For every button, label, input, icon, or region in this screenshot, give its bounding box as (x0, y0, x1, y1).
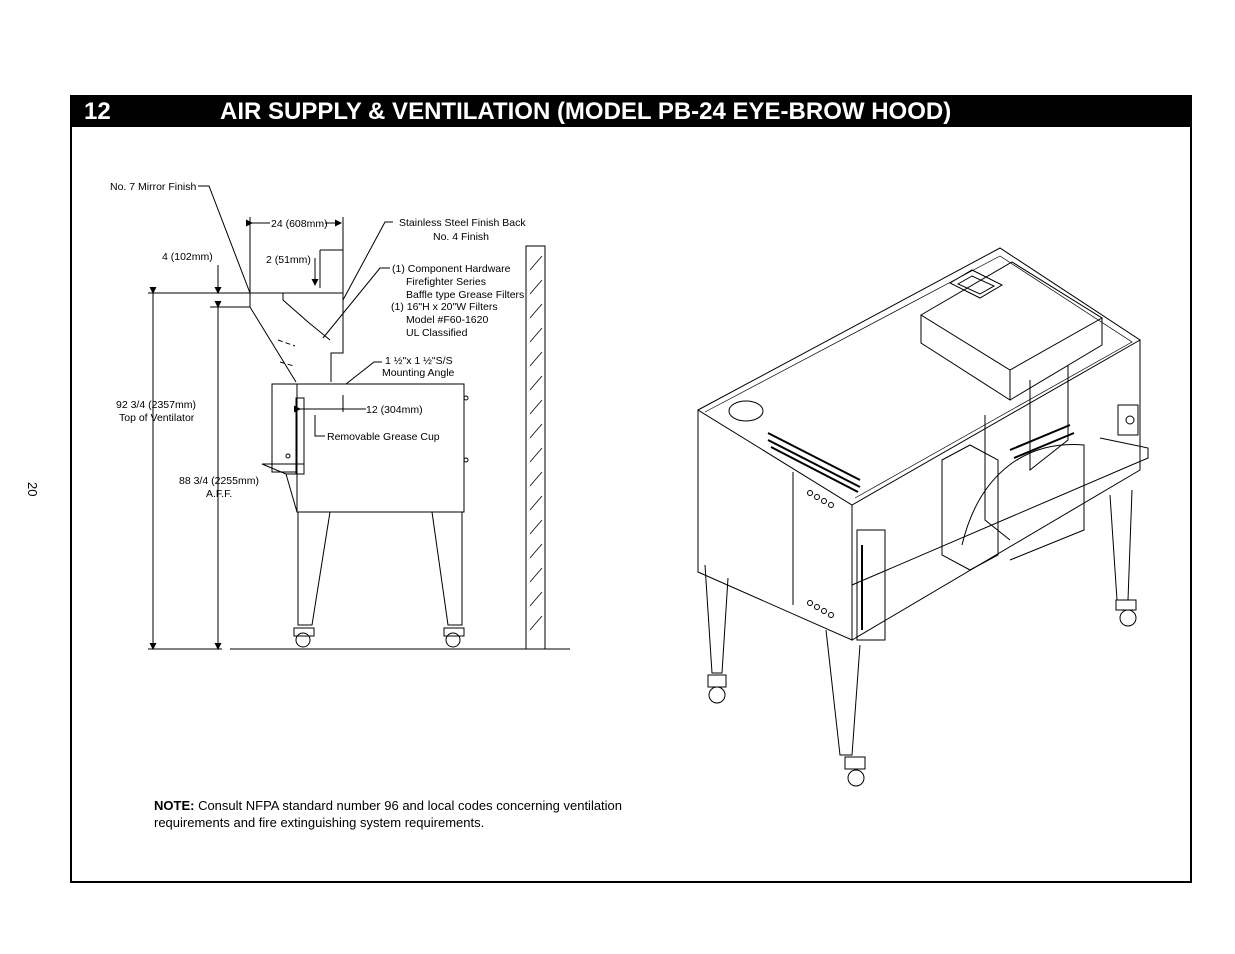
label-filter-model: Model #F60-1620 (406, 314, 488, 326)
note-text: Consult NFPA standard number 96 and loca… (154, 798, 623, 830)
label-component-hardware: (1) Component Hardware (392, 263, 511, 275)
label-firefighter-series: Firefighter Series (406, 276, 486, 288)
label-aff-height: 88 3/4 (2255mm) (179, 475, 259, 487)
label-baffle-filters: Baffle type Grease Filters (406, 289, 524, 301)
label-grease-cup: Removable Grease Cup (327, 431, 440, 443)
label-ventilator-height: 92 3/4 (2357mm) (116, 399, 196, 411)
label-filter-size: (1) 16"H x 20"W Filters (391, 301, 498, 313)
label-aff: A.F.F. (206, 488, 232, 500)
label-mounting-angle: Mounting Angle (382, 367, 455, 379)
section-title: AIR SUPPLY & VENTILATION (MODEL PB-24 EY… (220, 98, 952, 125)
label-dim-12: 12 (304mm) (366, 404, 423, 416)
note-label: NOTE: (154, 798, 195, 813)
label-mounting-angle-size: 1 ½"x 1 ½"S/S (385, 355, 453, 367)
label-top-of-ventilator: Top of Ventilator (119, 412, 195, 424)
isometric-oven-view (696, 247, 1149, 787)
label-width-24: 24 (608mm) (271, 218, 328, 230)
section-number: 12 (84, 98, 111, 125)
label-height-4: 4 (102mm) (162, 251, 213, 263)
section-frame: 12 AIR SUPPLY & VENTILATION (MODEL PB-24… (70, 95, 1192, 883)
ventilation-note: NOTE: Consult NFPA standard number 96 an… (154, 797, 674, 831)
side-elevation-view (148, 185, 570, 650)
label-ul-classified: UL Classified (406, 327, 468, 339)
label-no4-finish: No. 4 Finish (433, 231, 489, 243)
label-height-2: 2 (51mm) (266, 254, 311, 266)
section-header: 12 AIR SUPPLY & VENTILATION (MODEL PB-24… (72, 97, 1190, 127)
label-stainless-back: Stainless Steel Finish Back (399, 217, 526, 229)
label-mirror-finish: No. 7 Mirror Finish (110, 181, 197, 193)
